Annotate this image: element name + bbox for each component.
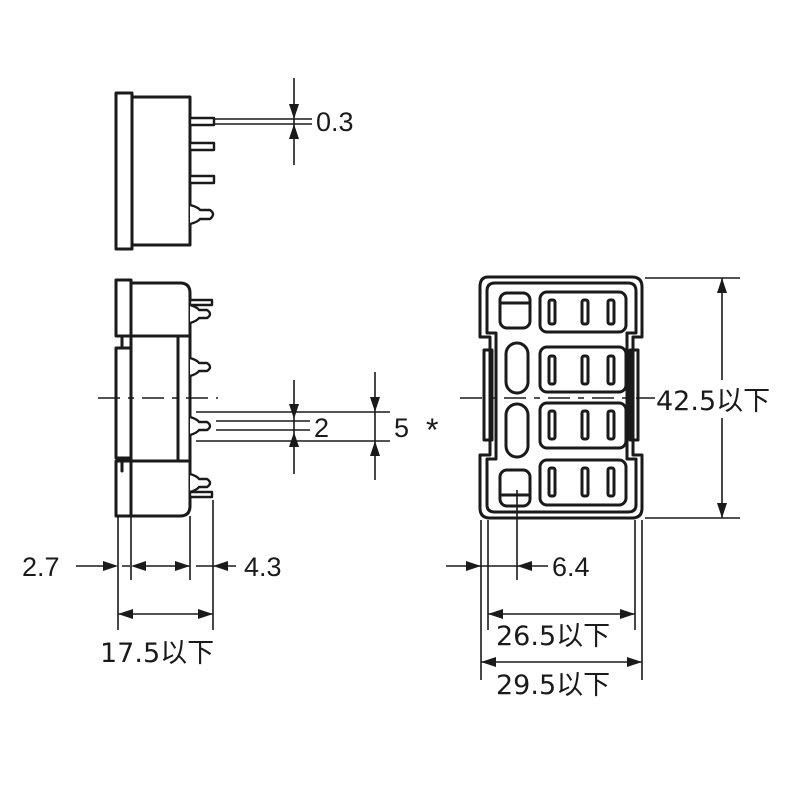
dim-height-max: 42.5以下 [656,386,770,417]
pin [188,174,216,185]
dim-overall-width-max: 29.5以下 [496,670,610,701]
flange-upper [114,278,133,338]
flange-middle [114,346,133,460]
side-view-bottom: 2 5 * 2.7 4.3 17.5以下 [22,278,438,669]
block-lower [129,459,192,518]
dim-depth-max: 17.5以下 [100,638,214,669]
dim-body-width-max: 26.5以下 [496,621,610,652]
contact-row [538,290,628,334]
socket-inner-outline [485,281,638,514]
front-view: 42.5以下 6.4 26.5以下 29.5以下 [446,275,770,701]
pin-hook [189,472,212,494]
dim-offset: 6.4 [552,552,590,582]
key-slot-bottom [498,468,532,508]
pin [188,116,216,127]
key-slot-top [498,291,532,330]
oval-slot [504,402,530,459]
flange-plate [114,91,134,251]
contact-row [538,458,628,507]
pin-hook [189,356,212,378]
side-view-top: 0.3 [114,78,354,251]
pin-hook [189,203,215,226]
socket-outline [478,275,644,520]
dim-flange-thickness: 2.7 [22,552,60,582]
pin [188,298,214,307]
flange-lower [114,459,133,518]
contact-row [538,401,628,450]
oval-slot [504,341,530,395]
pin [188,490,214,499]
pin-hook [189,415,212,437]
dim-pin-pitch-inner: 2 [314,413,329,443]
dim-pin-pitch-outer: 5 [394,413,409,443]
side-rail-left [482,348,494,442]
dim-pin-length: 4.3 [244,552,282,582]
pin [188,141,216,152]
note-asterisk: * [426,412,438,448]
block-upper [129,281,192,338]
dim-pin-thickness: 0.3 [316,107,354,137]
contact-row [538,345,628,394]
side-rail-right [628,348,640,442]
pin-hook [189,303,212,325]
relay-body [130,95,192,247]
